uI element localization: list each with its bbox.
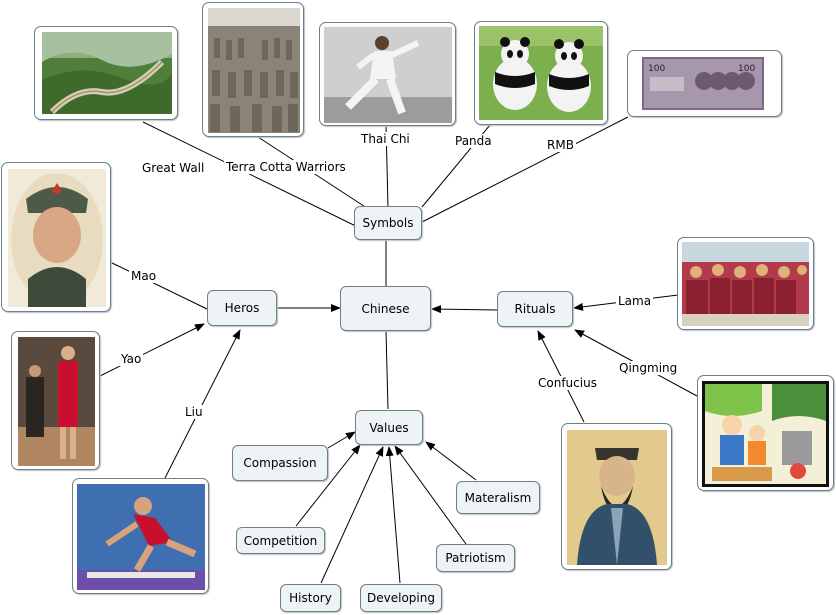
label-liu: Liu [183, 405, 205, 419]
yao-photo [11, 331, 100, 470]
concept-competition[interactable]: Competition [236, 527, 325, 554]
concept-developing[interactable]: Developing [360, 584, 442, 612]
label-lama: Lama [616, 294, 654, 308]
concept-materalism[interactable]: Materalism [456, 481, 540, 514]
link-competition [295, 444, 361, 527]
link-materalism [425, 441, 477, 481]
rmb-banknote-photo: 100 100 [627, 50, 782, 117]
concept-patriotism[interactable]: Patriotism [436, 544, 515, 572]
link-patriotism [394, 445, 467, 545]
link-compassion [327, 431, 356, 449]
link-rmb [421, 116, 629, 223]
label-great-wall: Great Wall [140, 161, 207, 175]
link-developing [385, 446, 401, 584]
link-liu [164, 329, 241, 479]
link-yao [97, 323, 205, 378]
label-panda: Panda [453, 134, 494, 148]
terra-cotta-warriors-photo [202, 2, 304, 137]
concept-rituals[interactable]: Rituals [497, 291, 573, 327]
concept-chinese[interactable]: Chinese [340, 286, 431, 331]
label-mao: Mao [129, 269, 159, 283]
concept-symbols[interactable]: Symbols [354, 206, 422, 240]
panda-photo [474, 21, 608, 125]
confucius-portrait [561, 423, 672, 570]
label-yao: Yao [119, 352, 144, 366]
link-great-wall [142, 121, 369, 233]
mao-portrait [1, 162, 111, 312]
concept-history[interactable]: History [280, 584, 341, 612]
label-thai-chi: Thai Chi [359, 132, 412, 146]
link-rituals-chinese [431, 305, 498, 314]
liu-photo [72, 478, 209, 594]
link-history [320, 446, 384, 584]
link-terra-cotta [257, 136, 374, 213]
link-mao [109, 261, 208, 310]
label-terra-cotta-warriors: Terra Cotta Warriors [224, 160, 348, 174]
banknote-denomination-right: 100 [738, 64, 755, 74]
lama-photo [677, 237, 814, 330]
concept-heros[interactable]: Heros [207, 290, 277, 326]
label-confucius: Confucius [536, 376, 599, 390]
thai-chi-photo [319, 22, 456, 126]
banknote-denomination: 100 [648, 64, 665, 74]
qingming-illustration [697, 375, 834, 491]
label-qingming: Qingming [617, 361, 680, 375]
label-rmb: RMB [545, 138, 576, 152]
concept-compassion[interactable]: Compassion [232, 445, 328, 481]
great-wall-photo [34, 26, 178, 120]
link-chinese-values [385, 330, 389, 410]
concept-values[interactable]: Values [355, 410, 423, 445]
